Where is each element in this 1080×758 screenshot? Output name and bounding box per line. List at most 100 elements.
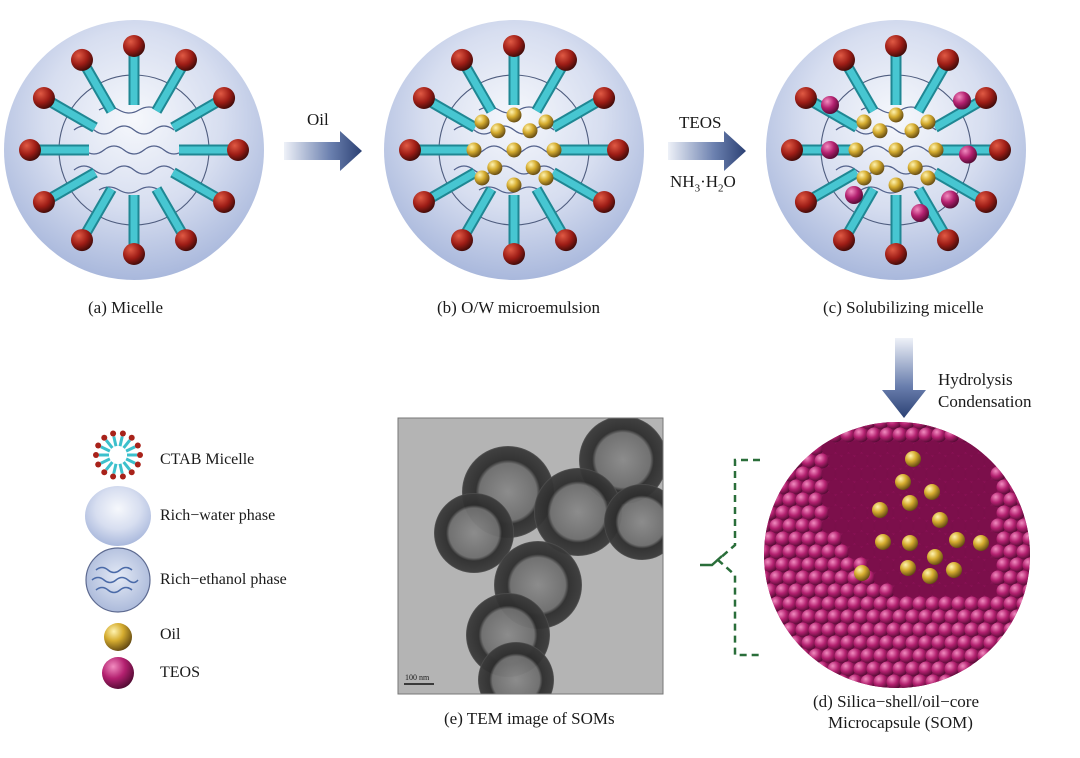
- silica-sphere: [1022, 557, 1030, 573]
- silica-sphere: [918, 453, 934, 469]
- silica-sphere: [1009, 557, 1025, 573]
- silica-sphere: [944, 505, 960, 521]
- surfactant-head: [227, 139, 249, 161]
- silica-sphere: [1003, 492, 1019, 508]
- silica-sphere: [925, 440, 941, 456]
- silica-sphere: [847, 622, 863, 638]
- silica-sphere: [788, 479, 804, 495]
- silica-sphere: [899, 596, 915, 612]
- silica-sphere: [912, 518, 928, 534]
- surfactant-tail-highlight: [551, 99, 599, 131]
- silica-sphere: [886, 674, 902, 688]
- oil-core-droplet: [932, 512, 948, 528]
- caption-d-line2: Microcapsule (SOM): [828, 713, 973, 732]
- silica-sphere: [957, 479, 973, 495]
- oil-core-droplet: [902, 495, 918, 511]
- silica-sphere: [899, 622, 915, 638]
- silica-sphere: [840, 505, 856, 521]
- teos-molecule: [821, 96, 839, 114]
- oil-core-droplet: [854, 565, 870, 581]
- surfactant-head: [593, 191, 616, 213]
- surfactant-tail-highlight: [533, 187, 565, 235]
- tem-image: [398, 418, 663, 694]
- tem-scale-label: 100 nm: [405, 673, 430, 682]
- silica-sphere: [827, 609, 843, 625]
- silica-sphere: [840, 635, 856, 651]
- silica-sphere: [808, 518, 824, 534]
- legend-ethanol-label: Rich−ethanol phase: [160, 571, 287, 588]
- silica-sphere: [834, 544, 850, 560]
- oil-droplet: [538, 114, 554, 130]
- silica-sphere: [834, 596, 850, 612]
- legend-oil-label: Oil: [160, 626, 181, 643]
- surfactant-head: [975, 87, 998, 109]
- surfactant-head: [123, 35, 145, 57]
- teos-molecule: [959, 145, 977, 164]
- silica-sphere: [912, 648, 928, 664]
- surfactant-tail-highlight: [153, 187, 185, 235]
- silica-sphere: [821, 492, 837, 508]
- silica-sphere: [938, 622, 954, 638]
- silica-sphere: [977, 440, 993, 456]
- silica-sphere: [873, 518, 889, 534]
- silica-sphere: [866, 583, 882, 599]
- water-phase-disc: [4, 20, 264, 280]
- surfactant-head: [32, 87, 55, 109]
- legend-head: [128, 469, 135, 476]
- silica-sphere: [801, 505, 817, 521]
- silica-sphere: [821, 570, 837, 586]
- silica-sphere: [814, 531, 830, 547]
- silica-sphere: [814, 557, 830, 573]
- silica-sphere: [886, 622, 902, 638]
- surfactant-tail-highlight: [811, 99, 859, 131]
- silica-sphere: [814, 479, 830, 495]
- surfactant-tail-highlight: [171, 169, 219, 201]
- silica-sphere: [866, 427, 882, 443]
- surfactant-head: [937, 48, 959, 71]
- silica-sphere: [795, 518, 811, 534]
- silica-sphere: [970, 635, 986, 651]
- silica-sphere: [964, 440, 980, 456]
- silica-sphere: [886, 596, 902, 612]
- silica-sphere: [847, 440, 863, 456]
- silica-sphere: [905, 609, 921, 625]
- surfactant-head: [555, 229, 577, 252]
- label-teos: TEOS: [679, 113, 722, 132]
- oil-droplet: [856, 114, 872, 130]
- silica-sphere: [977, 518, 993, 534]
- silica-sphere: [944, 583, 960, 599]
- silica-sphere: [1009, 505, 1025, 521]
- silica-sphere: [892, 609, 908, 625]
- surfactant-tail-highlight: [845, 65, 877, 113]
- silica-sphere: [860, 622, 876, 638]
- silica-sphere: [879, 479, 895, 495]
- silica-sphere: [860, 674, 876, 688]
- silica-sphere: [957, 427, 973, 443]
- oil-droplet: [856, 170, 872, 186]
- surfactant-head: [975, 191, 998, 213]
- silica-sphere: [827, 479, 843, 495]
- surfactant-tail-highlight: [153, 65, 185, 113]
- surfactant-tail-highlight: [171, 99, 219, 131]
- surfactant-tail-highlight: [551, 169, 599, 201]
- surfactant-head: [451, 229, 473, 252]
- silica-sphere: [764, 505, 778, 521]
- chain-line: [98, 186, 160, 194]
- label-condensation: Condensation: [938, 392, 1032, 411]
- silica-sphere: [886, 518, 902, 534]
- caption-d-line1: (d) Silica−shell/oil−core: [813, 692, 979, 711]
- legend-tail: [104, 439, 114, 449]
- silica-sphere: [860, 518, 876, 534]
- silica-sphere: [795, 544, 811, 560]
- oil-core-droplet: [905, 451, 921, 467]
- silica-sphere: [938, 492, 954, 508]
- silica-sphere: [1009, 531, 1025, 547]
- oil-droplet: [466, 142, 482, 158]
- silica-sphere: [769, 596, 785, 612]
- surfactant-head: [19, 139, 41, 161]
- legend-head: [101, 434, 108, 441]
- silica-sphere: [860, 440, 876, 456]
- silica-sphere: [983, 609, 999, 625]
- legend-tail: [125, 445, 136, 453]
- oil-core-droplet: [895, 474, 911, 490]
